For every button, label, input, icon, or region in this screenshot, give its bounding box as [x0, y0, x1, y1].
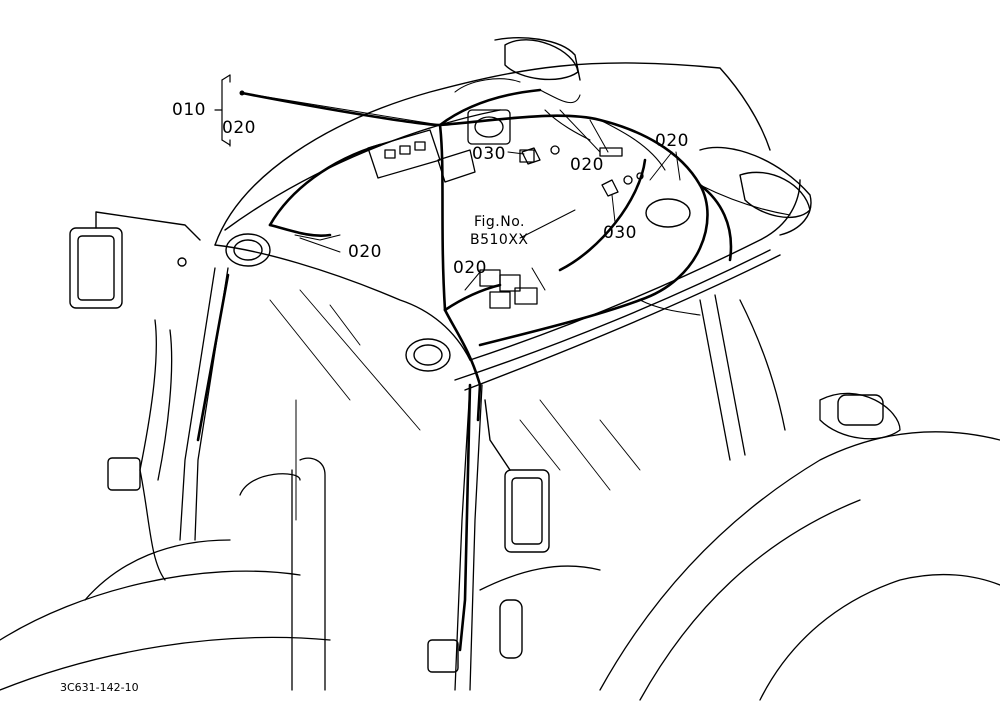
- callout-010: 010: [172, 100, 206, 120]
- roof-components: [367, 109, 623, 309]
- bolts: [521, 145, 644, 197]
- work-lamps: [225, 39, 811, 372]
- leader-lines: [241, 92, 681, 521]
- callout-bracket: [214, 74, 231, 147]
- callout-020-mid: 020: [570, 155, 604, 175]
- callout-020-left: 020: [348, 242, 382, 262]
- figure-ref-number: B510XX: [470, 232, 529, 248]
- wiring-branches: [294, 78, 791, 316]
- cab-roof-outline: [214, 37, 812, 391]
- callout-020-center: 020: [453, 258, 487, 278]
- glass-reflections: [269, 289, 641, 491]
- cab-frame: [139, 267, 786, 691]
- callout-030-right: 030: [603, 223, 637, 243]
- marker-lights: [107, 394, 884, 673]
- wiring-harness: [196, 88, 733, 652]
- figure-ref-label: Fig.No.: [474, 214, 526, 230]
- left-mirror: [69, 211, 201, 309]
- callout-dot: [239, 90, 245, 96]
- right-mirror: [484, 399, 550, 553]
- callout-020-bracket: 020: [222, 118, 256, 138]
- callout-030-left: 030: [472, 144, 506, 164]
- document-id: 3C631-142-10: [60, 681, 139, 694]
- tractor-body: [0, 392, 1000, 701]
- callout-020-right: 020: [655, 131, 689, 151]
